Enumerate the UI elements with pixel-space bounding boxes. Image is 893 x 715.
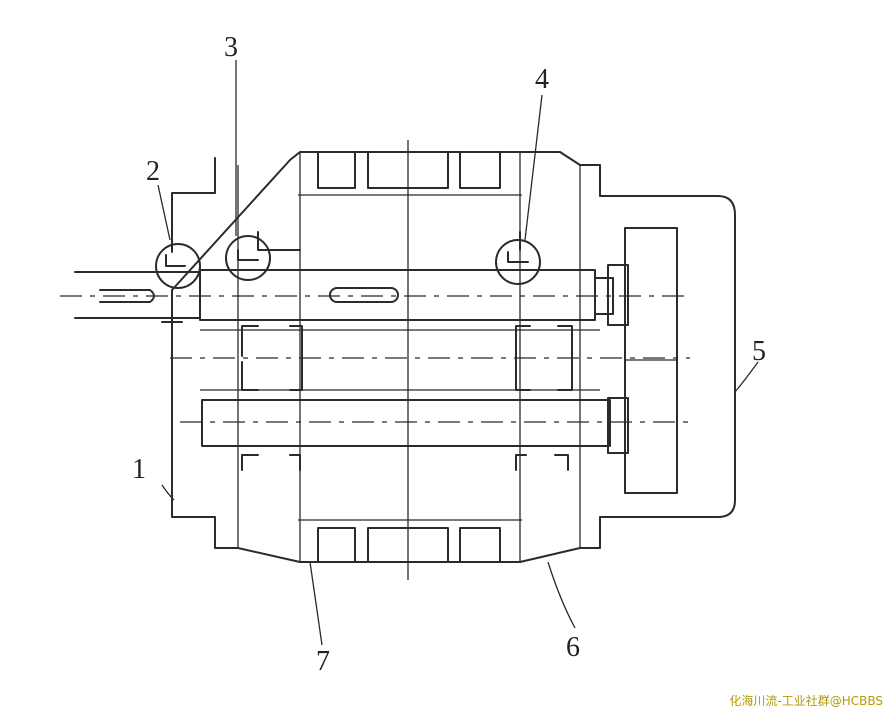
bottom-cavities — [317, 527, 501, 563]
seal-circle-4 — [495, 239, 541, 285]
middle-rotor — [170, 329, 690, 391]
lower-shaft — [180, 399, 690, 447]
housing-walls — [237, 140, 581, 580]
seal-circle-3 — [225, 235, 271, 281]
label-3: 3 — [224, 32, 238, 63]
top-cavities — [317, 151, 501, 189]
label-4: 4 — [535, 64, 549, 95]
label-5: 5 — [752, 336, 766, 367]
housing-outline — [171, 151, 736, 563]
watermark-text: 化海川流-工业社群@HCBBS — [729, 694, 883, 708]
label-6: 6 — [566, 632, 580, 663]
drive-shaft — [60, 269, 690, 321]
seal-circles — [155, 235, 541, 333]
label-2: 2 — [146, 156, 160, 187]
leader-lines — [157, 60, 759, 646]
label-7: 7 — [316, 646, 330, 677]
bearing-brackets — [241, 231, 573, 471]
label-1: 1 — [132, 454, 146, 485]
end-cover — [607, 227, 678, 494]
seal-circle-2 — [155, 243, 201, 289]
